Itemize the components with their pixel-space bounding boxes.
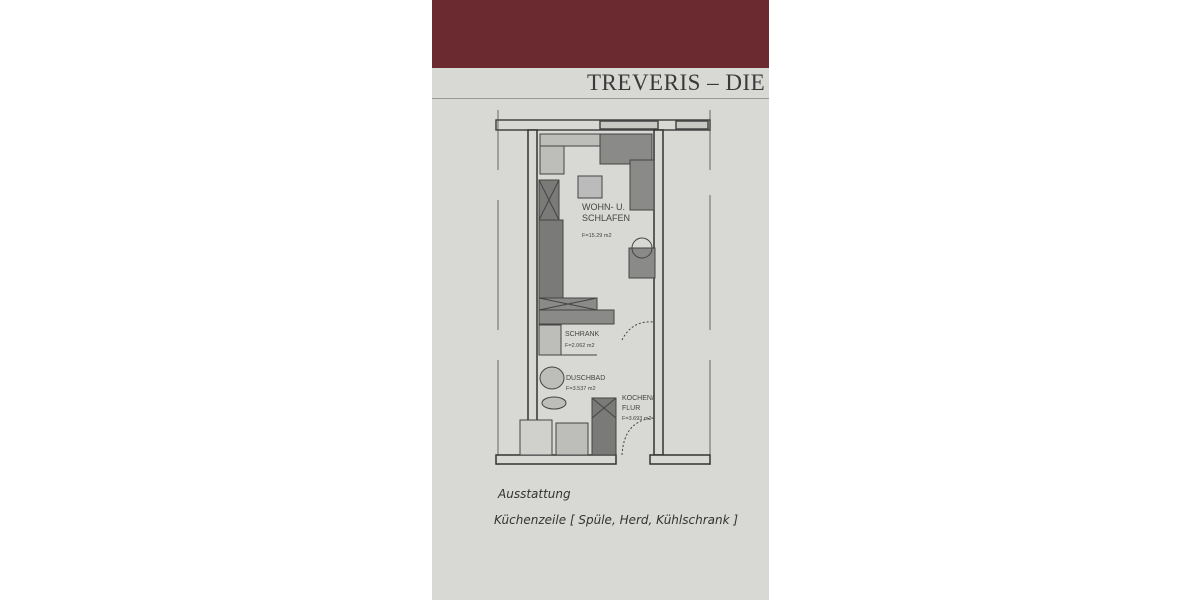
bed [538,219,564,301]
sink [519,419,553,456]
handwritten-equipment: Küchenzeile [ Spüle, Herd, Kühlschrank ] [494,513,739,527]
furniture [519,133,656,456]
closet-fill [538,324,562,356]
room-kitchen-area: F=3.693 m2 [622,416,652,422]
desk-return [629,159,655,211]
top-wall [495,119,711,131]
title-rule [432,98,769,99]
entry-door-swing [621,417,655,456]
document-title: TREVERIS – DIE STUD [587,70,769,95]
room-kitchen-name1: KOCHEN/ [622,395,654,402]
chair [577,175,603,199]
room-living-name1: WOHN- U. [582,202,625,212]
room-bath-name: DUSCHBAD [566,375,605,382]
maroon-backing [432,0,769,68]
room-closet-area: F=2.062 m2 [565,343,595,349]
room-living-area: F=15.29 m2 [582,233,612,239]
handwritten-heading: Ausstattung [498,487,571,501]
floor-plan-photo: TREVERIS – DIE STUD [432,0,769,600]
room-living-name2: SCHLAFEN [582,213,630,223]
kitchenette [591,397,617,456]
room-labels: WOHN- U. SCHLAFEN F=15.29 m2 SCHRANK F=2… [565,202,654,422]
room-bath-area: F=3.537 m2 [566,386,596,392]
dimension-lines [497,110,711,465]
room-kitchen-name2: FLUR [622,405,640,412]
door-swing [621,321,655,341]
desk [599,133,653,165]
shower [539,366,565,390]
washbasin [555,422,589,456]
toilet [541,396,567,410]
floor-plan: WOHN- U. SCHLAFEN F=15.29 m2 SCHRANK F=2… [495,110,711,465]
room-closet-name: SCHRANK [565,331,600,338]
